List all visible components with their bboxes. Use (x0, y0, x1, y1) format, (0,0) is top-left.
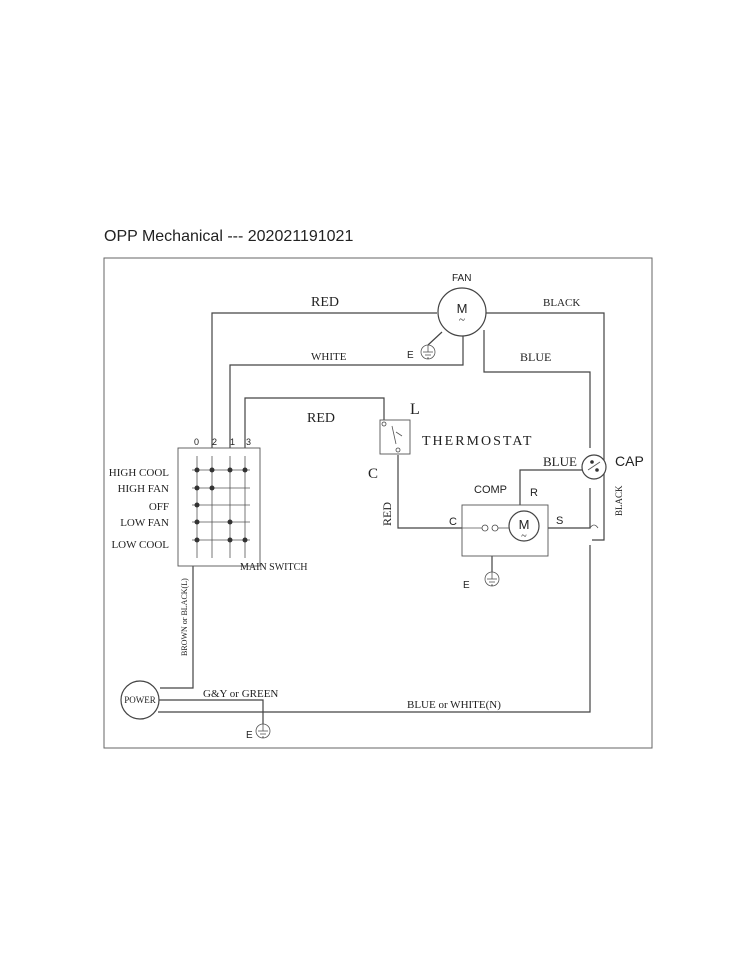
fan-label: FAN (452, 273, 471, 284)
wire-label-red-mid: RED (307, 411, 335, 426)
thermostat-l-label: L (410, 401, 420, 418)
switch-position-low-fan: LOW FAN (120, 517, 169, 529)
switch-terminal-1: 1 (230, 437, 235, 447)
power-plug (120, 680, 160, 720)
comp-motor-symbol: M (519, 517, 530, 532)
main-switch-label: MAIN SWITCH (240, 562, 308, 573)
fan-motor-symbol: M (457, 301, 468, 316)
wire-red-mid (244, 397, 385, 448)
capacitor (581, 454, 607, 480)
switch-terminal-2: 2 (212, 437, 217, 447)
thermostat (379, 419, 411, 455)
thermostat-c-label: C (368, 466, 378, 482)
wire-red-vertical (397, 455, 462, 529)
earth-icon-fan (420, 344, 436, 360)
comp-s-label: S (556, 515, 563, 527)
wire-label-black-vertical: BLACK (614, 485, 624, 516)
earth-icon-comp (484, 571, 500, 587)
switch-terminal-3: 3 (246, 437, 251, 447)
wire-label-black-top: BLACK (543, 297, 580, 309)
switch-position-high-cool: HIGH COOL (109, 467, 169, 479)
wire-label-red-vertical: RED (380, 502, 394, 526)
svg-text:~: ~ (521, 531, 527, 542)
switch-terminal-0: 0 (194, 437, 199, 447)
wire-label-brown-black: BROWN or BLACK(L) (180, 578, 189, 656)
wire-label-blue-white: BLUE or WHITE(N) (407, 699, 501, 711)
wire-gy-green (158, 699, 264, 724)
wire-fan-earth (427, 331, 443, 346)
comp-label: COMP (474, 484, 507, 496)
wire-blue-comp (519, 469, 588, 505)
power-label: POWER (124, 695, 156, 705)
wire-blue-white (158, 545, 591, 713)
wire-comp-s (548, 488, 591, 529)
wire-label-red-top: RED (311, 295, 339, 310)
wire-red-top (211, 312, 437, 448)
wire-label-blue-top: BLUE (520, 350, 551, 364)
wire-blue-top (483, 330, 591, 448)
switch-position-low-cool: LOW COOL (111, 539, 169, 551)
wire-label-gy-green: G&Y or GREEN (203, 688, 278, 700)
wire-brown-black (160, 566, 194, 689)
wire-crossing-hop (589, 524, 599, 529)
compressor: M ~ (461, 504, 549, 557)
wire-white (229, 332, 464, 448)
wire-black-top (486, 312, 605, 541)
diagram-frame (103, 257, 653, 749)
earth-label-comp: E (463, 580, 470, 591)
earth-icon-power (255, 723, 271, 739)
main-switch (177, 447, 261, 567)
earth-label-fan: E (407, 350, 414, 361)
wire-label-blue-comp: BLUE (543, 454, 577, 469)
comp-c-label: C (449, 516, 457, 528)
cap-label: CAP (615, 453, 644, 469)
thermostat-label: THERMOSTAT (422, 434, 533, 449)
wire-label-white: WHITE (311, 351, 347, 363)
svg-text:~: ~ (459, 314, 465, 326)
switch-position-high-fan: HIGH FAN (118, 483, 169, 495)
comp-r-label: R (530, 487, 538, 499)
diagram-title: OPP Mechanical --- 202021191021 (104, 228, 354, 245)
switch-position-off: OFF (149, 501, 169, 513)
earth-label-power: E (246, 730, 253, 741)
fan-motor: M ~ (437, 287, 487, 337)
